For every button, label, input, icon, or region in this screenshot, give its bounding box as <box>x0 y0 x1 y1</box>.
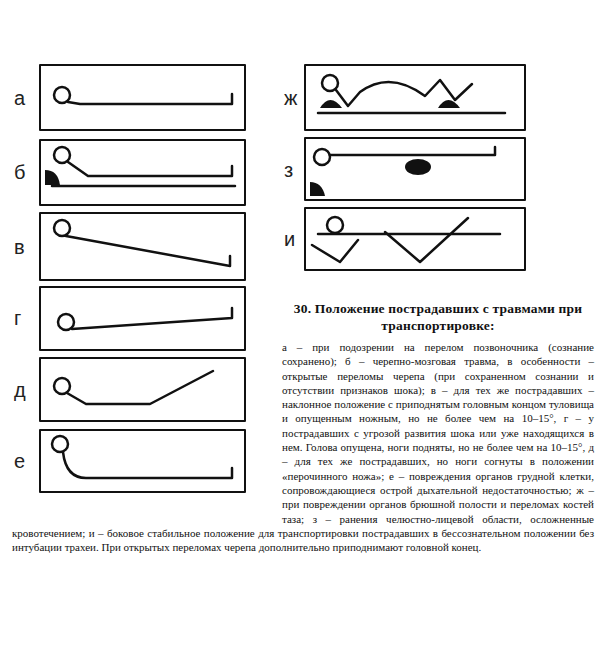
panel-letter: д <box>14 380 26 400</box>
panel-letter: е <box>14 451 25 471</box>
panel-letter: ж <box>284 88 297 108</box>
panel-letter: г <box>14 308 21 328</box>
panel-letter: в <box>14 237 25 257</box>
caption-block: 30. Положение пострадавших с травмами пр… <box>12 300 594 554</box>
panel-letter: б <box>14 162 25 182</box>
panel-letter: з <box>284 160 293 180</box>
panel-letter: а <box>14 88 25 108</box>
figure-caption: а – при подозрении на перелом позвоночни… <box>12 340 594 554</box>
panel-letter: и <box>284 229 295 249</box>
figure-title: 30. Положение пострадавших с травмами пр… <box>12 300 594 334</box>
